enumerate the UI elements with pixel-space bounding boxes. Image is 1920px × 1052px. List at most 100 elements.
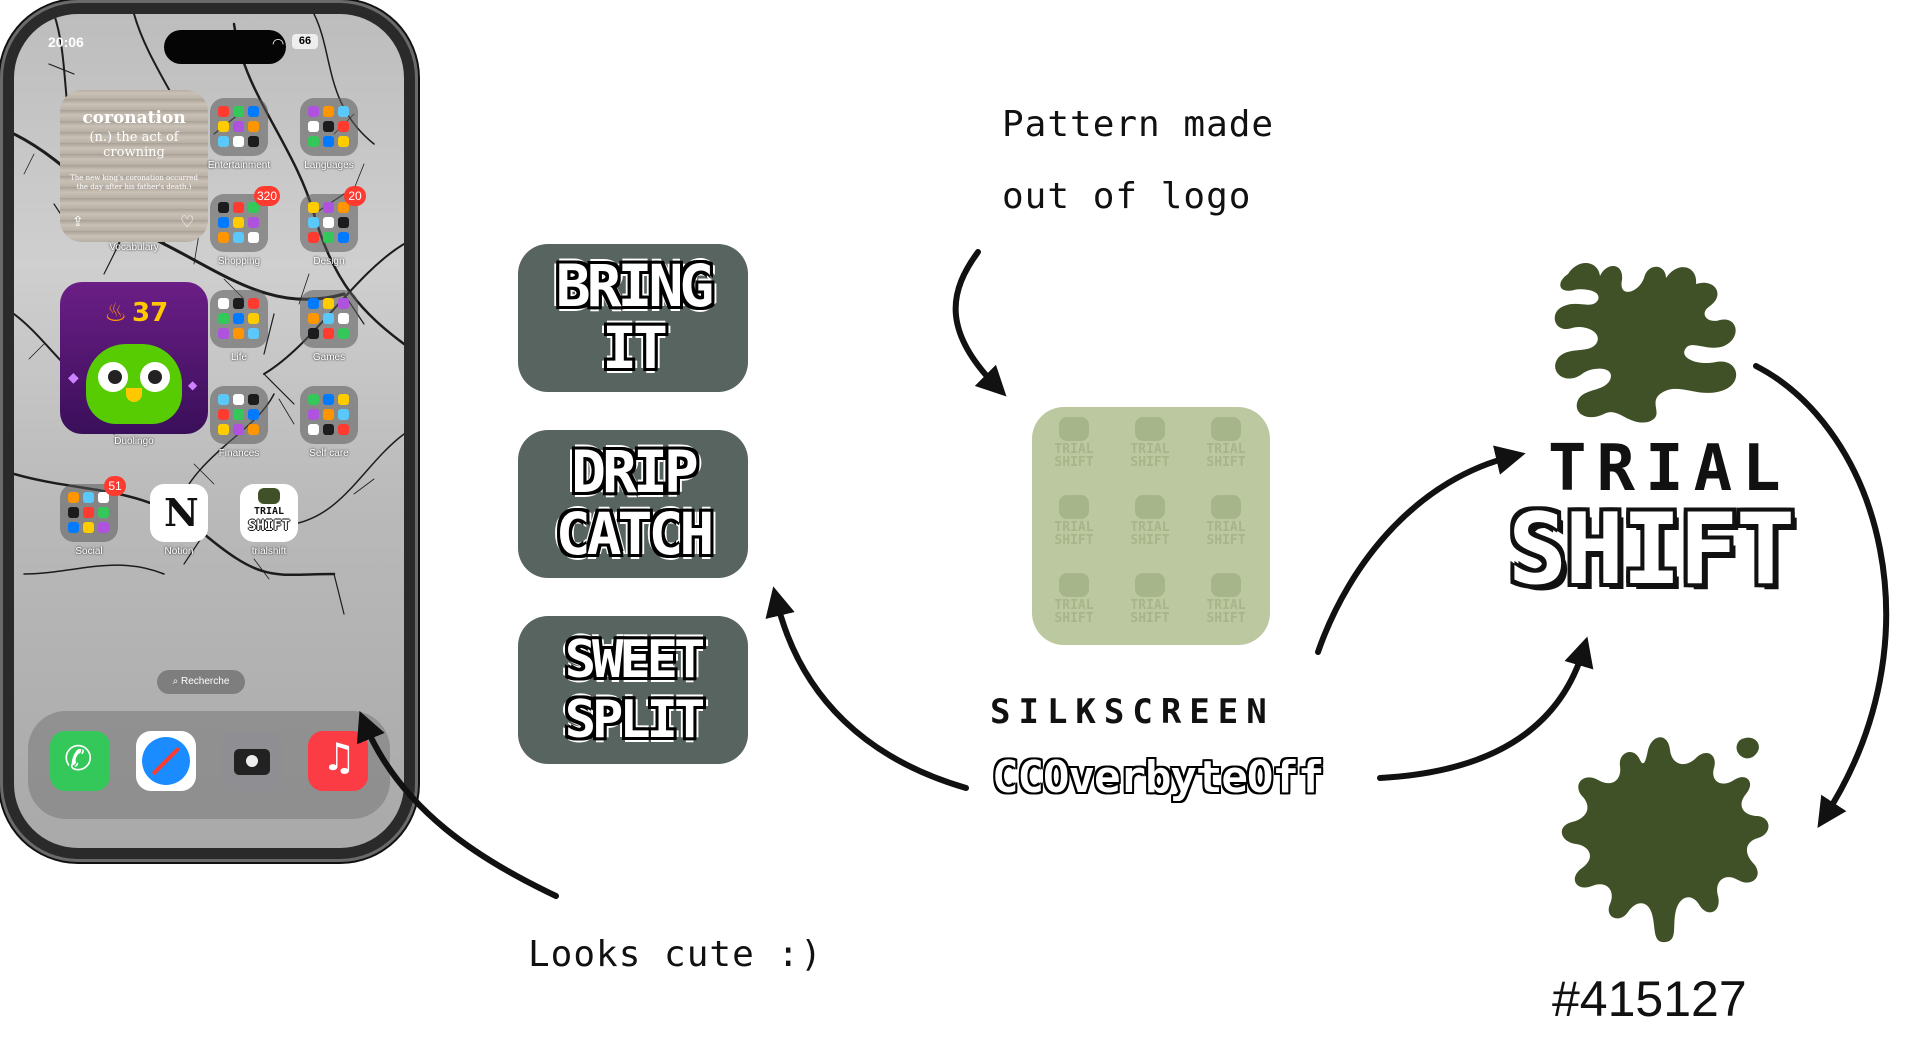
app-mini-icon <box>338 409 349 420</box>
app-mini-icon <box>98 522 109 533</box>
app-folder[interactable] <box>300 386 358 444</box>
app-mini-icon <box>308 217 319 228</box>
phone-mockup: 20:06 ◠ 66 coronation (n.) the act of cr… <box>0 0 418 862</box>
pattern-text-line1: TRIAL <box>1130 520 1170 535</box>
app-mini-icon <box>248 328 259 339</box>
app-mini-icon <box>233 298 244 309</box>
app-mini-icon <box>233 394 244 405</box>
pattern-text-line1: TRIAL <box>1054 598 1094 613</box>
app-folder[interactable] <box>210 194 268 252</box>
game-title-line1: DRIP <box>571 438 699 506</box>
safari-app-icon[interactable] <box>136 731 196 791</box>
app-mini-icon <box>338 394 349 405</box>
app-mini-icon <box>218 394 229 405</box>
app-mini-icon <box>218 202 229 213</box>
pattern-text-line2: SHIFT <box>1054 533 1094 548</box>
app-mini-icon <box>308 424 319 435</box>
app-mini-icon <box>338 106 349 117</box>
app-mini-icon <box>323 217 334 228</box>
app-mini-icon <box>248 313 259 324</box>
app-mini-icon <box>248 106 259 117</box>
note-pattern-line1: Pattern made <box>1002 104 1275 145</box>
app-mini-icon <box>248 424 259 435</box>
app-mini-icon <box>248 409 259 420</box>
app-folder[interactable] <box>210 98 268 156</box>
wifi-icon: ◠ <box>272 36 285 52</box>
music-app-icon[interactable]: ♫ <box>308 731 368 791</box>
vocab-definition: (n.) the act of crowning <box>89 130 179 160</box>
notion-icon: N <box>164 490 199 535</box>
notion-app-icon[interactable]: N <box>150 484 208 542</box>
app-folder[interactable] <box>300 194 358 252</box>
brand-color-hex: #415127 <box>1552 971 1747 1027</box>
app-mini-icon <box>233 409 244 420</box>
pattern-text-line2: SHIFT <box>1130 533 1170 548</box>
brand-color-splat <box>1561 737 1769 943</box>
app-label: Notion <box>164 546 194 557</box>
game-title-line2: CATCH <box>555 500 715 568</box>
app-mini-icon <box>323 313 334 324</box>
app-label: Self care <box>309 448 349 459</box>
game-title-line2: IT <box>602 314 668 382</box>
notification-badge: 20 <box>344 186 366 206</box>
app-mini-icon <box>233 217 244 228</box>
app-mini-icon <box>248 394 259 405</box>
app-mini-icon <box>338 121 349 132</box>
pattern-mark-icon <box>1211 417 1241 441</box>
app-mini-icon <box>233 232 244 243</box>
duo-widget-label: Duolingo <box>114 436 154 447</box>
app-mini-icon <box>218 232 229 243</box>
app-mini-icon <box>338 298 349 309</box>
app-mini-icon <box>218 424 229 435</box>
app-mini-icon <box>233 328 244 339</box>
battery-indicator: 66 <box>292 34 318 49</box>
app-folder[interactable] <box>300 290 358 348</box>
app-mini-icon <box>323 202 334 213</box>
app-mini-icon <box>323 106 334 117</box>
app-mini-icon <box>68 522 79 533</box>
app-folder[interactable] <box>300 98 358 156</box>
phone-app-icon[interactable]: ✆ <box>50 731 110 791</box>
app-mini-icon <box>218 298 229 309</box>
app-mini-icon <box>248 136 259 147</box>
share-icon[interactable]: ⇪ <box>72 214 84 230</box>
camera-app-icon[interactable] <box>222 731 282 791</box>
app-mini-icon <box>248 298 259 309</box>
vocabulary-widget[interactable]: coronation (n.) the act of crowning The … <box>60 90 208 242</box>
notification-badge: 51 <box>104 476 126 496</box>
pattern-text-line1: TRIAL <box>1206 520 1246 535</box>
trialshift-icon-bottom: SHIFT <box>247 518 291 534</box>
app-mini-icon <box>83 492 94 503</box>
app-mini-icon <box>338 328 349 339</box>
app-mini-icon <box>248 121 259 132</box>
app-label: Games <box>312 352 346 363</box>
search-pill[interactable]: ⌕ Recherche <box>157 670 245 694</box>
app-mini-icon <box>323 121 334 132</box>
note-looks-cute: Looks cute :) <box>528 934 823 975</box>
app-mini-icon <box>323 136 334 147</box>
app-mini-icon <box>338 217 349 228</box>
app-folder[interactable] <box>210 290 268 348</box>
app-label: Design <box>313 256 345 267</box>
note-pattern-line2: out of logo <box>1002 176 1252 217</box>
home-screen: 20:06 ◠ 66 coronation (n.) the act of cr… <box>14 14 404 848</box>
flame-icon: ♨ <box>104 298 128 328</box>
app-mini-icon <box>308 202 319 213</box>
pattern-text-line1: TRIAL <box>1206 598 1246 613</box>
app-mini-icon <box>308 121 319 132</box>
dynamic-island <box>164 30 286 64</box>
heart-icon[interactable]: ♡ <box>180 212 195 231</box>
pattern-mark-icon <box>1211 573 1241 597</box>
app-folder[interactable] <box>210 386 268 444</box>
app-mini-icon <box>233 121 244 132</box>
pattern-text-line1: TRIAL <box>1054 442 1094 457</box>
pattern-text-line2: SHIFT <box>1206 455 1246 470</box>
pattern-mark-icon <box>1211 495 1241 519</box>
notification-badge: 320 <box>254 186 281 206</box>
pattern-text-line2: SHIFT <box>1054 611 1094 626</box>
duolingo-widget[interactable]: ♨ 37 ◆ ◆ <box>60 282 208 434</box>
